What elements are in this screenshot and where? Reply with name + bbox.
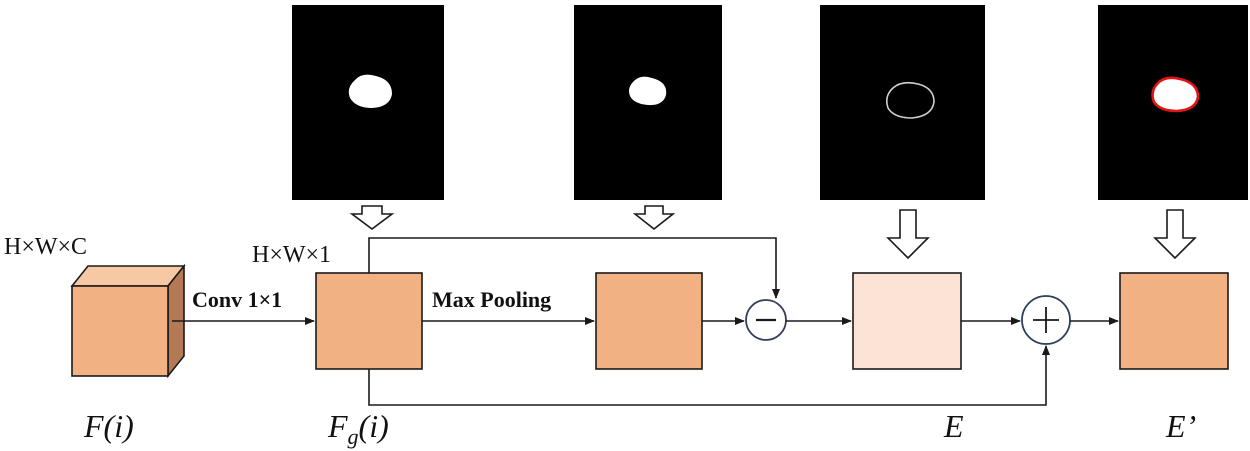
input-dims-label: H×W×C [4,234,87,260]
hollow-down-arrow-icon [632,205,676,231]
conv-op-label: Conv 1×1 [192,287,282,312]
pool-op-label: Max Pooling [432,287,551,312]
highlighted-edge-image [1098,5,1248,200]
input-var-label: F(i) [83,408,134,444]
gate-feature-block [315,272,423,370]
pooled-feature-block [595,272,703,370]
output-var-label: E’ [1165,408,1196,444]
edge-var-label: E [943,408,964,444]
mask-image-2 [574,5,722,200]
output-feature-block [1119,272,1229,370]
minus-circle-icon [745,299,787,341]
mask-image-1 [292,5,444,200]
gate-var-label: Fg(i) [327,408,389,449]
plus-circle-icon [1021,295,1071,345]
input-feature-block [70,263,186,379]
hollow-down-arrow-icon [349,205,395,230]
skip-add-connector [368,345,1050,406]
edge-feature-block [852,272,962,370]
skip-subtract-connector [368,237,780,299]
edge-image [820,5,985,200]
gate-dims-label: H×W×1 [252,242,331,268]
hollow-down-arrow-icon [886,209,930,260]
hollow-down-arrow-icon [1153,209,1197,260]
